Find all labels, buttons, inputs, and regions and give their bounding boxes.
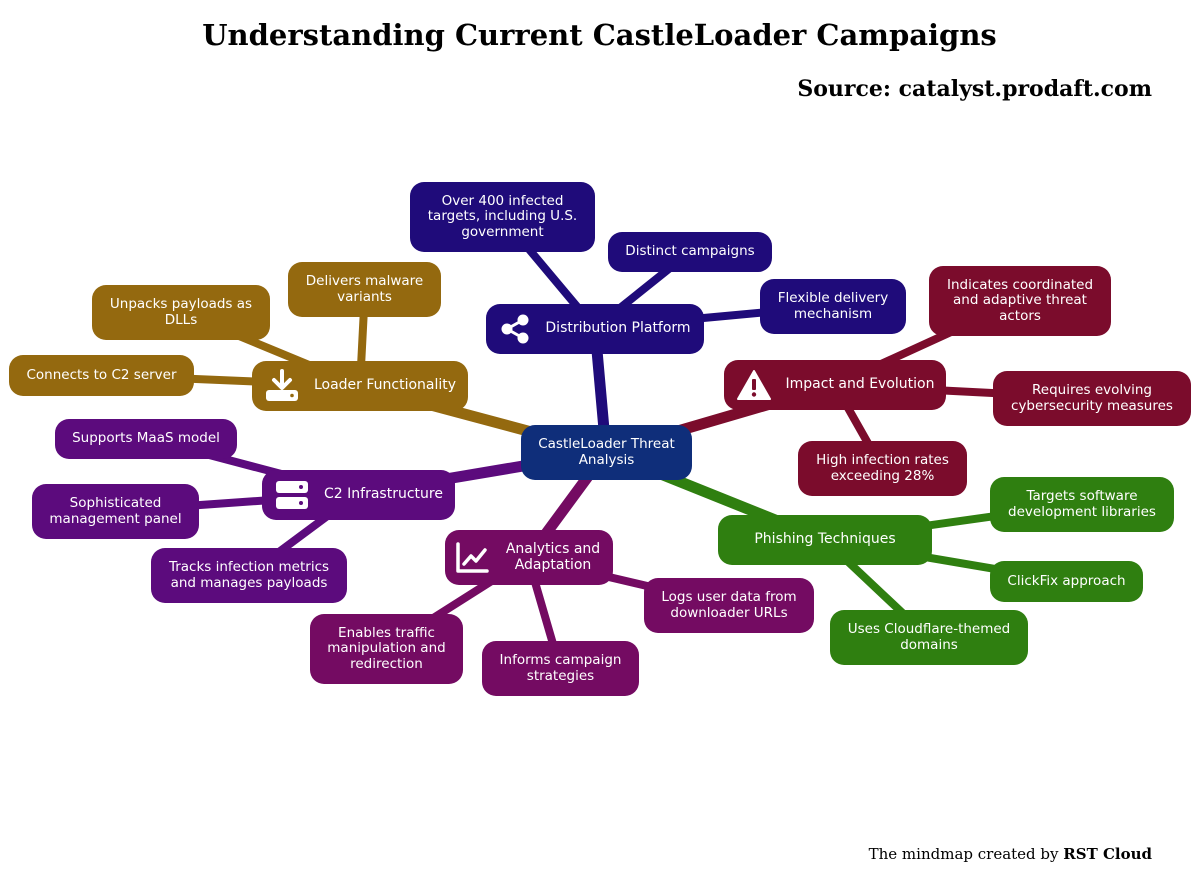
analytics-child-campaign-strategies: Informs campaign strategies [482, 641, 639, 696]
distribution-child-flexible-delivery: Flexible delivery mechanism [760, 279, 906, 334]
branch-impact-evolution: Impact and Evolution [724, 360, 946, 410]
loader-child-connects-c2: Connects to C2 server [9, 355, 194, 396]
c2-child-maas-model: Supports MaaS model [55, 419, 237, 459]
center-node: CastleLoader Threat Analysis [521, 425, 692, 480]
c2-child-management-panel: Sophisticated management panel [32, 484, 199, 539]
analytics-child-logs-user-data: Logs user data from downloader URLs [644, 578, 814, 633]
chart-line-icon [455, 541, 489, 574]
analytics-child-traffic-manipulation: Enables traffic manipulation and redirec… [310, 614, 463, 684]
branch-phishing-techniques: Phishing Techniques [718, 515, 932, 565]
loader-child-delivers-malware: Delivers malware variants [288, 262, 441, 317]
branch-label: C2 Infrastructure [324, 486, 443, 503]
server-icon [274, 479, 310, 511]
distribution-child-distinct-campaigns: Distinct campaigns [608, 232, 772, 272]
branch-analytics-adaptation: Analytics and Adaptation [445, 530, 613, 585]
share-icon [499, 313, 531, 345]
footer-prefix: The mindmap created by [868, 845, 1059, 863]
branch-loader-functionality: Loader Functionality [252, 361, 468, 411]
branch-label: Distribution Platform [545, 320, 691, 337]
footer-author: RST Cloud [1063, 845, 1152, 863]
impact-child-evolving-measures: Requires evolving cybersecurity measures [993, 371, 1191, 426]
branch-distribution-platform: Distribution Platform [486, 304, 704, 354]
branch-label: Loader Functionality [313, 377, 457, 394]
center-label: CastleLoader Threat Analysis [538, 436, 675, 468]
source-label: Source: catalyst.prodaft.com [797, 76, 1152, 102]
impact-child-coordinated-actors: Indicates coordinated and adaptive threa… [929, 266, 1111, 336]
warning-icon [736, 369, 772, 401]
branch-c2-infrastructure: C2 Infrastructure [262, 470, 455, 520]
phishing-child-clickfix: ClickFix approach [990, 561, 1143, 602]
loader-child-unpacks-payloads: Unpacks payloads as DLLs [92, 285, 270, 340]
branch-label: Phishing Techniques [754, 531, 896, 548]
branch-label: Analytics and Adaptation [505, 541, 601, 573]
impact-child-high-infection-rates: High infection rates exceeding 28% [798, 441, 967, 496]
footer-credit: The mindmap created by RST Cloud [869, 845, 1152, 863]
download-icon [264, 369, 300, 403]
distribution-child-infected-targets: Over 400 infected targets, including U.S… [410, 182, 595, 252]
branch-label: Impact and Evolution [785, 376, 935, 393]
page-title: Understanding Current CastleLoader Campa… [202, 18, 997, 52]
c2-child-tracks-infection-metrics: Tracks infection metrics and manages pay… [151, 548, 347, 603]
phishing-child-cloudflare-domains: Uses Cloudflare-themed domains [830, 610, 1028, 665]
phishing-child-software-libraries: Targets software development libraries [990, 477, 1174, 532]
